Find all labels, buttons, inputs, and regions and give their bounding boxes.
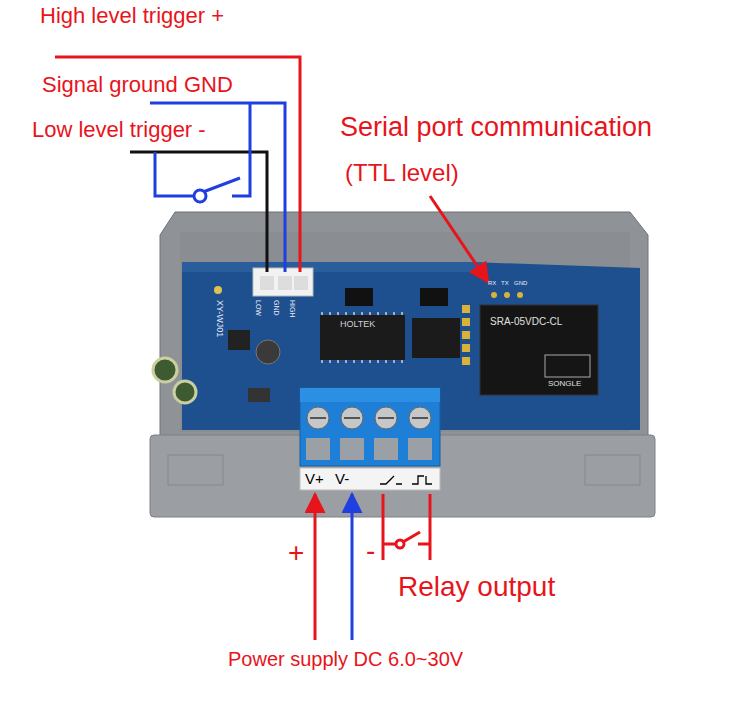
annotation-label: Signal ground GND (42, 73, 233, 97)
pin-name: GND (272, 300, 280, 316)
annotation-label: (TTL level) (345, 160, 459, 186)
pin-name: RX (488, 280, 496, 287)
polarity-label: - (366, 536, 375, 567)
relay-output-wires (383, 494, 430, 560)
annotation-label: High level trigger + (40, 4, 224, 28)
power-minus-arrow (351, 494, 354, 640)
terminal-block (300, 388, 440, 490)
housing (150, 212, 655, 517)
terminal-label: V+ (305, 471, 324, 488)
signal-connector (253, 268, 313, 296)
power-plus-arrow (314, 494, 317, 640)
chip-marking: HOLTEK (340, 320, 375, 330)
board-marking: XY-WJ01 (214, 300, 224, 337)
serial-arrow (430, 196, 488, 282)
pin-name: HIGH (288, 300, 296, 318)
annotation-label: Power supply DC 6.0~30V (228, 648, 463, 670)
relay-marking: SONGLE (548, 380, 581, 389)
annotation-label: Relay output (398, 572, 555, 603)
pin-name: GND (514, 280, 527, 287)
terminal-label: V- (335, 471, 349, 488)
annotation-label: Low level trigger - (32, 118, 206, 142)
pin-name: TX (501, 280, 509, 287)
pin-name: LOW (254, 300, 262, 316)
relay-marking: SRA-05VDC-CL (490, 316, 562, 327)
annotation-label: Serial port communication (340, 113, 652, 143)
polarity-label: + (288, 538, 304, 569)
